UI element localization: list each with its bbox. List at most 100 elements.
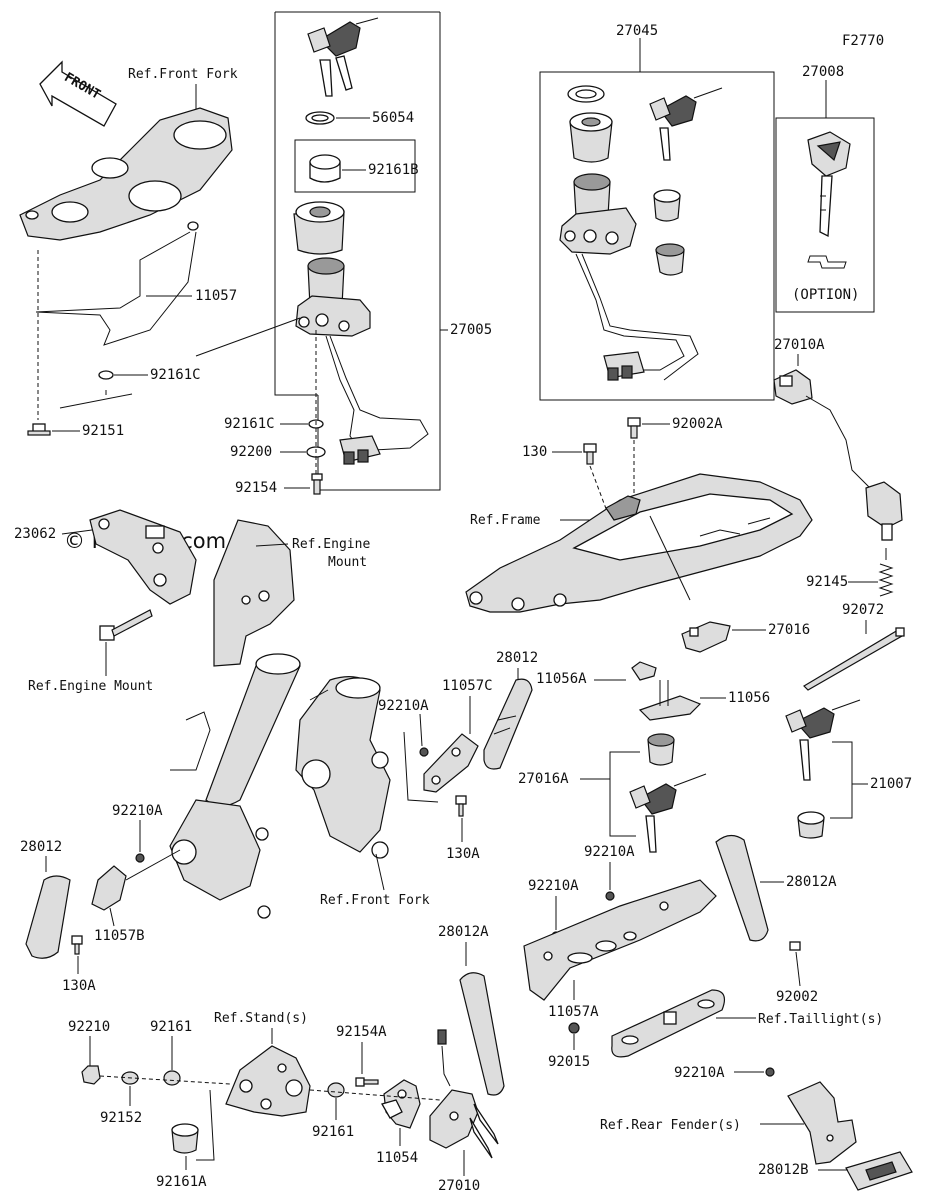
nut-92210a-right1 xyxy=(605,891,615,901)
part-label-92210A-right2: 92210A xyxy=(528,878,579,894)
collar-92161b xyxy=(309,154,341,183)
ref-taillights-label: Ref.Taillight(s) xyxy=(758,1012,883,1027)
side-stand-bracket xyxy=(225,1045,311,1117)
part-label-92152: 92152 xyxy=(100,1110,142,1126)
part-box-27045 xyxy=(539,71,775,401)
reflector-28012a-mid xyxy=(459,972,505,1096)
spring-92145 xyxy=(878,563,894,597)
nut-92015 xyxy=(568,1022,580,1034)
key-set-27005-box xyxy=(274,11,441,491)
part-label-92210: 92210 xyxy=(68,1019,110,1035)
part-label-92145: 92145 xyxy=(806,574,848,590)
part-label-92161C-left: 92161C xyxy=(150,367,201,383)
bracket-27016 xyxy=(681,621,731,653)
cable-tie-92072 xyxy=(803,627,905,691)
part-label-130A-mid: 130A xyxy=(446,846,480,862)
rear-fender-bracket xyxy=(787,1081,857,1165)
option-key-box xyxy=(775,117,875,313)
side-stand-switch-27010 xyxy=(429,1029,499,1159)
bolt-92151 xyxy=(27,423,51,436)
part-label-27045: 27045 xyxy=(616,23,658,39)
part-label-11056A: 11056A xyxy=(536,671,587,687)
part-label-92002A: 92002A xyxy=(672,416,723,432)
switch-plate-11054 xyxy=(381,1079,421,1129)
part-label-92210A-bottom: 92210A xyxy=(674,1065,725,1081)
reflector-28012-top xyxy=(483,678,533,770)
bolt-130a-mid xyxy=(455,795,467,817)
part-label-11057A: 11057A xyxy=(548,1004,599,1020)
front-arrow-icon: FRONT xyxy=(39,60,117,127)
switch-body-27045 xyxy=(559,173,637,255)
part-label-92210A-mid: 92210A xyxy=(378,698,429,714)
part-label-92210A-right1: 92210A xyxy=(584,844,635,860)
ref-engine-mount-lower-label: Ref.Engine Mount xyxy=(28,679,153,694)
part-label-92161A: 92161A xyxy=(156,1174,207,1190)
front-fork xyxy=(169,653,391,919)
connector-27045 xyxy=(603,351,645,381)
part-label-130-top: 130 xyxy=(522,444,547,460)
part-label-23062: 23062 xyxy=(14,526,56,542)
nut-92210 xyxy=(81,1065,101,1085)
engine-mount xyxy=(213,519,295,667)
reflector-28012b xyxy=(845,1151,913,1191)
bracket-11057b xyxy=(91,865,127,911)
bracket-11057a xyxy=(523,879,717,1001)
bracket-11056 xyxy=(631,661,702,721)
collar-92161-left xyxy=(163,1070,181,1086)
part-label-56054: 56054 xyxy=(372,110,414,126)
bolt-130-top xyxy=(583,443,597,465)
screw-92154 xyxy=(311,473,323,495)
part-label-92161C-mid: 92161C xyxy=(224,416,275,432)
ref-rear-fenders-label: Ref.Rear Fender(s) xyxy=(600,1118,741,1133)
part-label-27010A: 27010A xyxy=(774,337,825,353)
ref-frame-label: Ref.Frame xyxy=(470,513,541,528)
frame xyxy=(465,473,813,613)
part-label-92015: 92015 xyxy=(548,1054,590,1070)
part-label-28012B: 28012B xyxy=(758,1162,809,1178)
part-label-92161B: 92161B xyxy=(368,162,419,178)
connector-27010a xyxy=(773,369,813,405)
part-label-11054: 11054 xyxy=(376,1150,418,1166)
ref-stands-label: Ref.Stand(s) xyxy=(214,1011,308,1026)
ref-front-fork-bottom-label: Ref.Front Fork xyxy=(320,893,430,908)
option-key-icon xyxy=(807,131,851,238)
plug-27045 xyxy=(653,189,681,222)
key-pair-icon xyxy=(307,17,379,97)
cap-92161a xyxy=(171,1123,199,1154)
lock-27016a xyxy=(629,733,707,853)
key-pair-27045-icon xyxy=(649,87,723,161)
cylinder-27045 xyxy=(569,112,613,163)
part-box-92161B xyxy=(294,139,416,193)
part-label-11057B: 11057B xyxy=(94,928,145,944)
part-label-27016A: 27016A xyxy=(518,771,569,787)
nut-92210a-left xyxy=(135,853,145,863)
washer-92161c-left xyxy=(98,370,114,380)
part-label-28012A-right: 28012A xyxy=(786,874,837,890)
connector-27005 xyxy=(339,435,381,465)
part-label-11057: 11057 xyxy=(195,288,237,304)
part-label-28012A-mid: 28012A xyxy=(438,924,489,940)
ref-engine-mount-upper-line1: Ref.Engine xyxy=(292,537,370,552)
part-label-92161-bottom: 92161 xyxy=(312,1124,354,1140)
part-label-27010: 27010 xyxy=(438,1178,480,1194)
collar-92161-bottom xyxy=(327,1082,345,1098)
nut-92210a-bottom xyxy=(765,1067,775,1077)
part-label-92154: 92154 xyxy=(235,480,277,496)
part-label-11056: 11056 xyxy=(728,690,770,706)
upper-triple-clamp xyxy=(19,107,233,241)
part-label-92210A-left: 92210A xyxy=(112,803,163,819)
bolt-92002 xyxy=(789,941,801,951)
key-set-21007 xyxy=(785,699,861,839)
switch-27010a xyxy=(865,481,903,541)
taillight-bracket xyxy=(611,989,725,1058)
reflector-28012-left xyxy=(25,875,71,959)
ignition-switch-body xyxy=(295,257,371,337)
screw-92154a xyxy=(355,1077,379,1087)
bolt-engine-mount xyxy=(99,609,153,641)
bolt-130a-left xyxy=(71,935,83,955)
part-label-92154A: 92154A xyxy=(336,1024,387,1040)
part-label-27008: 27008 xyxy=(802,64,844,80)
bracket-11057c xyxy=(423,733,479,793)
part-label-28012-left: 28012 xyxy=(20,839,62,855)
